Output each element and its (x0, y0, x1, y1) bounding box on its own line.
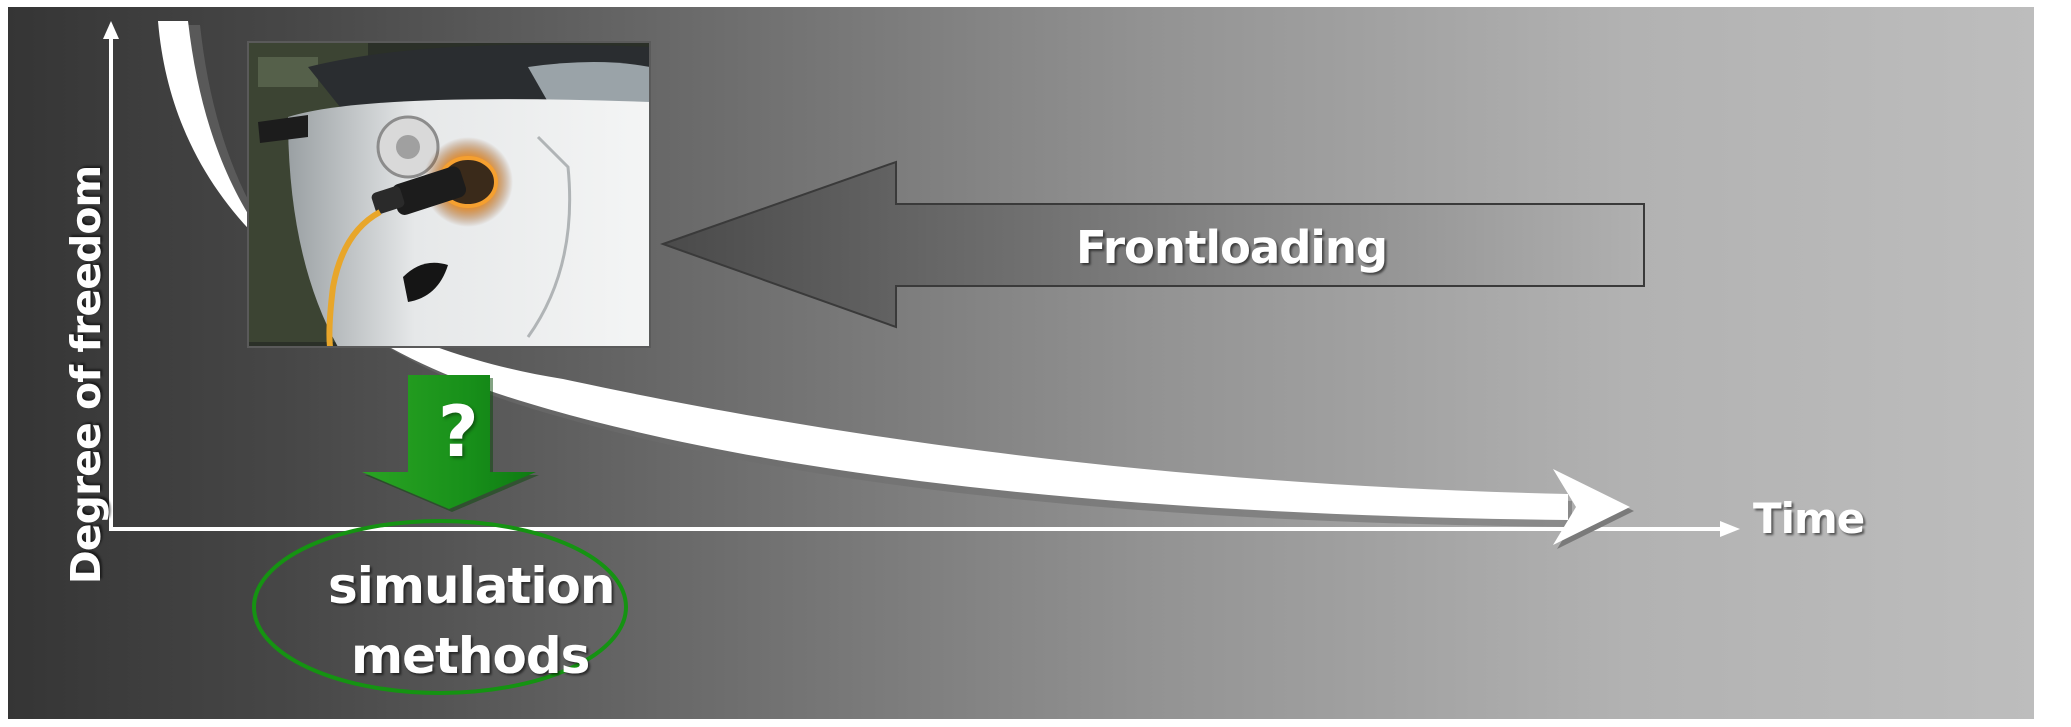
frontloading-arrow (660, 160, 1645, 329)
x-axis-label: Time (1753, 494, 1865, 543)
photo-frame (247, 41, 651, 348)
simulation-methods-ellipse (252, 519, 628, 695)
y-axis-label: Degree of freedom (62, 165, 110, 585)
question-mark-label: ? (438, 391, 479, 473)
green-down-arrow (362, 375, 539, 512)
y-axis (103, 21, 119, 397)
simulation-label: simulation (328, 557, 615, 615)
diagram-canvas: Degree of freedom Time Frontloading ? si… (8, 7, 2034, 719)
decreasing-curve-arrow (158, 21, 1634, 549)
frontloading-label: Frontloading (1076, 221, 1388, 274)
ev-charging-photo (248, 42, 650, 347)
x-axis (109, 397, 1740, 537)
methods-label: methods (351, 627, 590, 685)
